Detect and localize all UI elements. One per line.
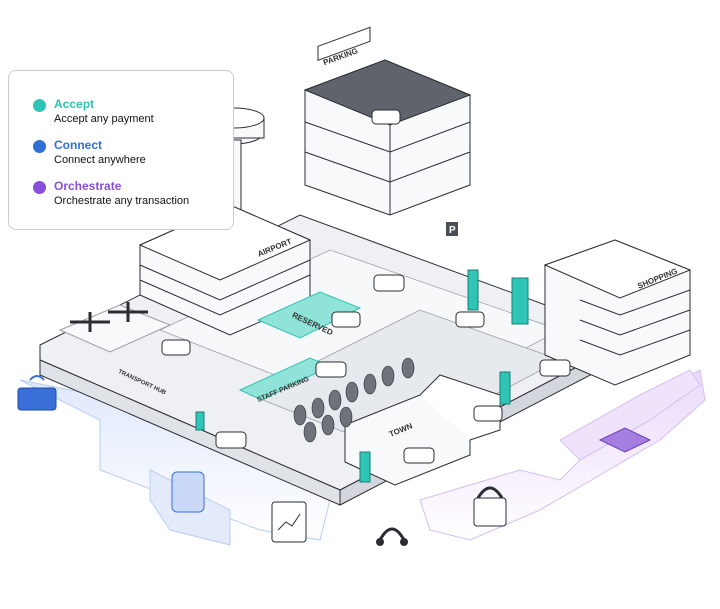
parking-garage: PARKING [303, 26, 472, 216]
legend-title-orchestrate: Orchestrate [54, 179, 122, 193]
legend-subtitle-orchestrate: Orchestrate any transaction [54, 195, 190, 207]
legend-subtitle-accept: Accept any payment [54, 113, 154, 125]
parking-p-sign: P [446, 222, 458, 236]
legend-card: Accept Accept any payment Connect Connec… [8, 70, 234, 230]
orchestration-chip-icon [598, 427, 652, 453]
garage-car [371, 109, 401, 125]
security-lock-icon [473, 486, 507, 527]
plane-icon-2 [108, 302, 148, 322]
cars [161, 274, 571, 464]
town-houses: TOWN [344, 374, 501, 486]
router-icon [17, 375, 57, 411]
legend-title-connect: Connect [54, 138, 102, 152]
mobile-payment-icon [171, 471, 205, 513]
legend-title-accept: Accept [54, 97, 95, 111]
plane-icon [70, 312, 110, 332]
orchestrate-dot-icon [33, 181, 46, 194]
shopping-building: SHOPPING [543, 239, 692, 386]
connect-dot-icon [33, 140, 46, 153]
trees [293, 357, 415, 443]
headset-support-icon [376, 527, 408, 546]
accept-dot-icon [33, 99, 46, 112]
analytics-dashboard-icon [271, 501, 307, 543]
svg-text:P: P [449, 225, 456, 236]
legend-subtitle-connect: Connect anywhere [54, 154, 146, 166]
payment-terminals [195, 269, 529, 483]
